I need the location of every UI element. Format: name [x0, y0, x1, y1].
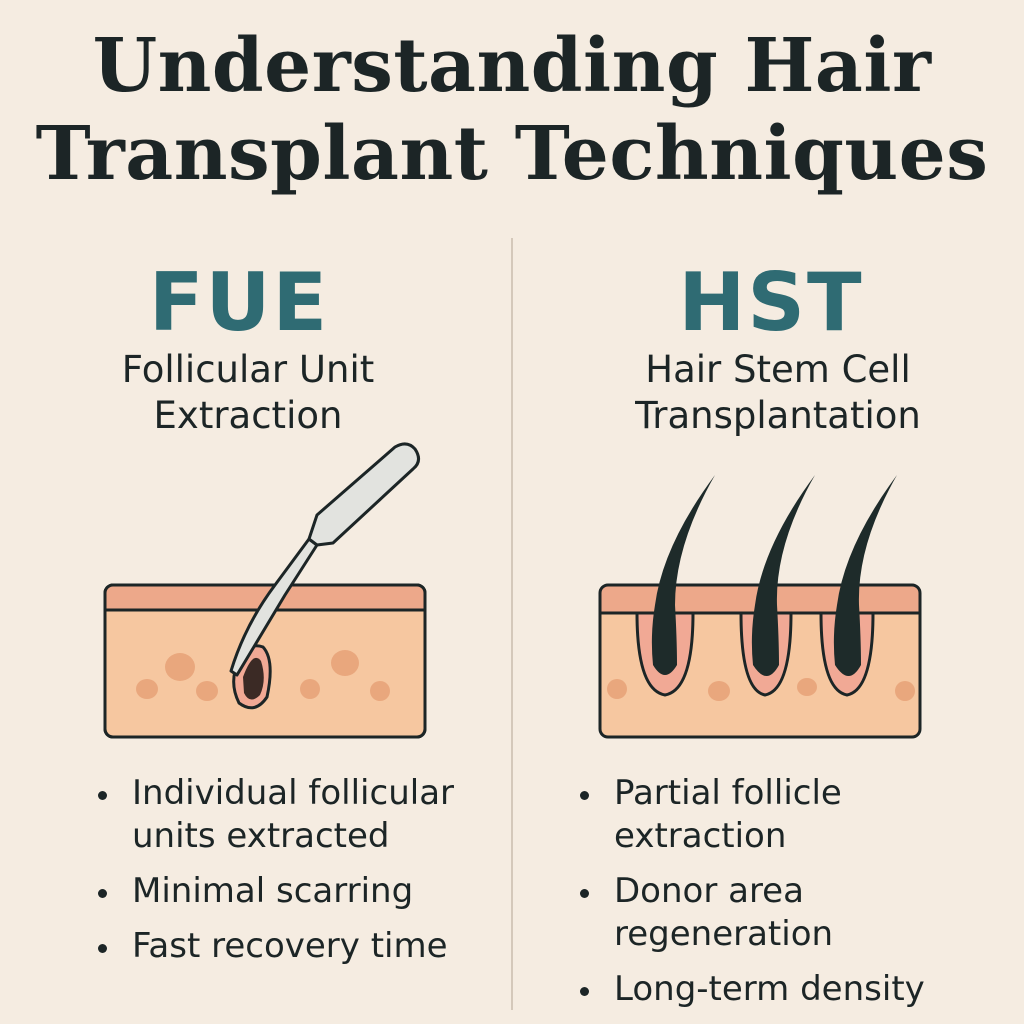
- hst-point: Donor area regeneration: [578, 870, 998, 956]
- hst-points: Partial follicle extraction Donor area r…: [578, 772, 998, 1023]
- fue-full-name: Follicular Unit Extraction: [0, 347, 504, 439]
- skin-spots: [136, 650, 390, 701]
- fue-heading: FUE: [148, 256, 330, 349]
- fue-full-name-line-2: Extraction: [153, 394, 343, 437]
- hst-heading: HST: [678, 256, 864, 349]
- hst-point: Long-term density: [578, 968, 998, 1011]
- skin-spots: [607, 678, 915, 701]
- fue-full-name-line-1: Follicular Unit: [121, 348, 375, 391]
- hst-point: Partial follicle extraction: [578, 772, 998, 858]
- hst-illustration: [598, 475, 922, 739]
- fue-illustration: [103, 442, 427, 739]
- fue-points: Individual follicular units extracted Mi…: [96, 772, 496, 980]
- hair-strand-icon: [651, 475, 897, 676]
- title-line-1: Understanding Hair: [92, 23, 932, 109]
- hst-full-name-line-2: Transplantation: [635, 394, 921, 437]
- hst-full-name-line-1: Hair Stem Cell: [645, 348, 911, 391]
- title-line-2: Transplant Techniques: [35, 111, 989, 197]
- page-title: Understanding Hair Transplant Techniques: [0, 22, 1024, 198]
- punch-tool-icon: [229, 442, 420, 677]
- hst-full-name: Hair Stem Cell Transplantation: [522, 347, 1024, 439]
- fue-point: Fast recovery time: [96, 925, 496, 968]
- fue-point: Individual follicular units extracted: [96, 772, 496, 858]
- fue-point: Minimal scarring: [96, 870, 496, 913]
- column-divider: [511, 238, 513, 1010]
